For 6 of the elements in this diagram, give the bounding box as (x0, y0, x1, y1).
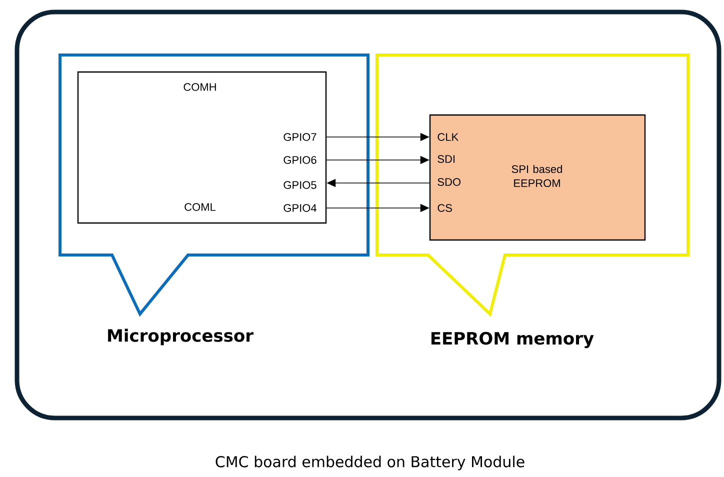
caption: CMC board embedded on Battery Module (216, 456, 524, 470)
callout-heading: EEPROM memory (431, 332, 594, 348)
board-outline (14, 10, 722, 420)
processor-box: COMH COML GPIO7 GPIO6 GPIO5 GPIO4 (77, 71, 327, 224)
callout-heading: Microprocessor (108, 328, 254, 346)
eeprom-box: CLK SDI SDO CS SPI based EEPROM (429, 114, 646, 241)
